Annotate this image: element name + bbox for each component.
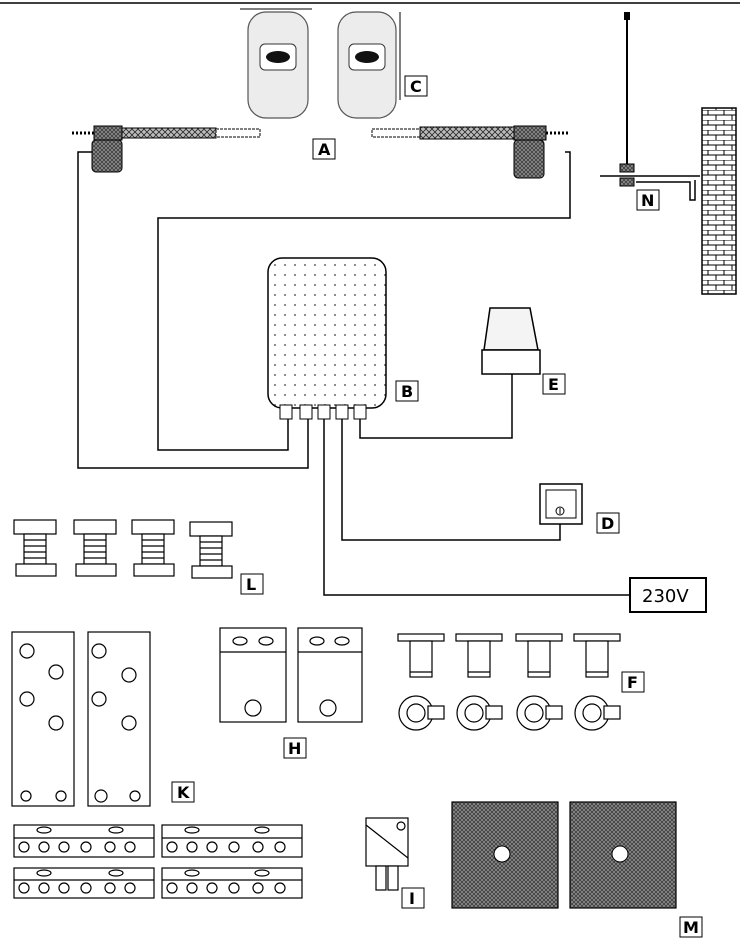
svg-text:M: M — [683, 918, 699, 937]
bolt-set — [13, 519, 233, 579]
label-k: K — [171, 781, 195, 803]
pin-clip — [397, 633, 445, 731]
label-n: N — [636, 189, 660, 211]
label-b: B — [395, 380, 419, 402]
control-unit — [267, 257, 387, 420]
bolt — [131, 519, 175, 577]
release-key — [365, 817, 409, 891]
wire-lamp — [359, 374, 513, 439]
label-a: A — [312, 138, 336, 160]
label-d: D — [596, 512, 620, 534]
wire-actuator-right — [157, 151, 571, 451]
svg-text:K: K — [177, 783, 190, 802]
svg-text:L: L — [246, 575, 256, 594]
photocell-pair — [240, 8, 401, 119]
wire-actuator-left — [77, 151, 309, 469]
pin-clip — [455, 633, 503, 731]
pins-and-clips-f — [397, 633, 621, 731]
base-plates-m — [451, 801, 677, 909]
label-m: M — [679, 916, 703, 938]
label-f: F — [621, 671, 645, 693]
antenna — [600, 12, 700, 201]
bolt — [189, 521, 233, 579]
flashing-lamp — [481, 307, 541, 375]
svg-text:D: D — [601, 514, 614, 533]
svg-text:B: B — [401, 382, 413, 401]
mounting-plates-k — [11, 631, 151, 807]
actuator-left — [72, 125, 261, 173]
wire-key-switch — [341, 418, 561, 541]
actuator-right — [371, 125, 570, 179]
svg-text:A: A — [318, 140, 331, 159]
svg-text:I: I — [409, 889, 415, 908]
base-plate — [451, 801, 559, 909]
pin-clip — [573, 633, 621, 731]
label-h: H — [283, 737, 307, 759]
mains-supply-box: 230V — [629, 577, 707, 613]
plate — [11, 631, 75, 807]
plate — [87, 631, 151, 807]
svg-text:C: C — [410, 77, 422, 96]
brackets-h — [219, 627, 363, 723]
bolt — [13, 519, 57, 577]
svg-text:F: F — [627, 673, 638, 692]
key-selector — [539, 483, 583, 525]
label-e: E — [542, 373, 566, 395]
svg-text:N: N — [641, 191, 654, 210]
wiring — [77, 151, 630, 596]
label-c: C — [404, 75, 428, 97]
bolt — [73, 519, 117, 577]
svg-text:H: H — [288, 739, 301, 758]
mounting-bars — [13, 824, 303, 899]
label-i: I — [401, 887, 425, 909]
wire-mains — [323, 418, 630, 596]
pin-clip — [515, 633, 563, 731]
svg-text:E: E — [548, 375, 559, 394]
svg-text:230V: 230V — [642, 586, 689, 607]
brick-wall — [701, 107, 737, 295]
label-l: L — [240, 573, 264, 595]
